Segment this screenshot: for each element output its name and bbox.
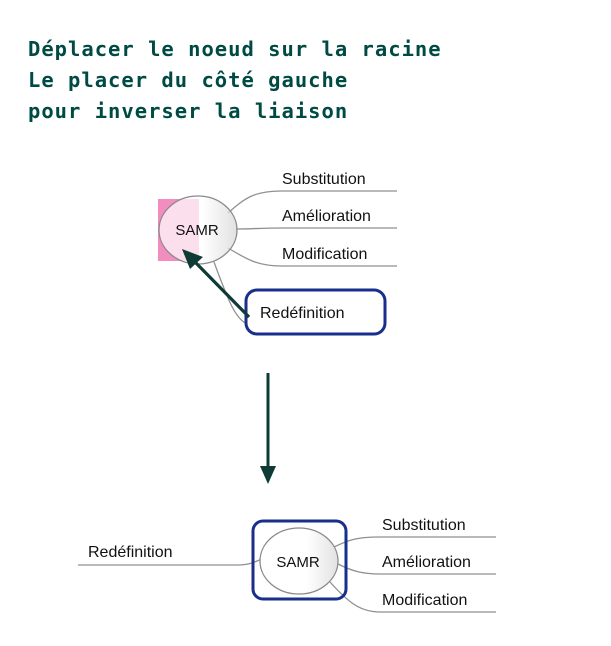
instruction-line-3: pour inverser la liaison xyxy=(28,99,349,123)
before-branch-amelioration[interactable]: Amélioration xyxy=(282,208,371,225)
after-root-label: SAMR xyxy=(276,554,320,571)
after-root-selection-box xyxy=(251,519,348,601)
before-branch-modification[interactable]: Modification xyxy=(282,246,367,263)
instructions-text: Déplacer le noeud sur la racine Le place… xyxy=(28,34,442,127)
transition-arrow xyxy=(260,373,276,484)
after-branch-redefinition[interactable]: Redéfinition xyxy=(88,544,173,561)
after-branch-amelioration[interactable]: Amélioration xyxy=(382,554,471,571)
drag-arrow-shaft xyxy=(194,261,251,319)
before-branch-line-substitution xyxy=(227,190,397,214)
instruction-line-2: Le placer du côté gauche xyxy=(28,68,349,92)
after-branch-substitution[interactable]: Substitution xyxy=(382,517,466,534)
before-mindmap: SAMR Substitution Amélioration Modificat… xyxy=(158,171,397,336)
dragged-node-redefinition-label: Redéfinition xyxy=(260,305,345,322)
before-branch-line-amelioration xyxy=(235,227,397,230)
after-branch-modification[interactable]: Modification xyxy=(382,592,467,609)
after-branch-line-substitution xyxy=(329,536,496,550)
before-root-label: SAMR xyxy=(175,222,219,239)
after-mindmap: SAMR Redéfinition Substitution Améliorat… xyxy=(78,517,496,613)
after-root-node[interactable] xyxy=(259,527,339,595)
after-branch-line-modification xyxy=(329,581,496,613)
drag-arrow-head xyxy=(182,249,203,269)
instruction-line-1: Déplacer le noeud sur la racine xyxy=(28,37,442,61)
before-branch-line-modification xyxy=(227,247,397,267)
before-branch-substitution[interactable]: Substitution xyxy=(282,171,366,188)
after-branch-line-amelioration xyxy=(337,563,496,575)
